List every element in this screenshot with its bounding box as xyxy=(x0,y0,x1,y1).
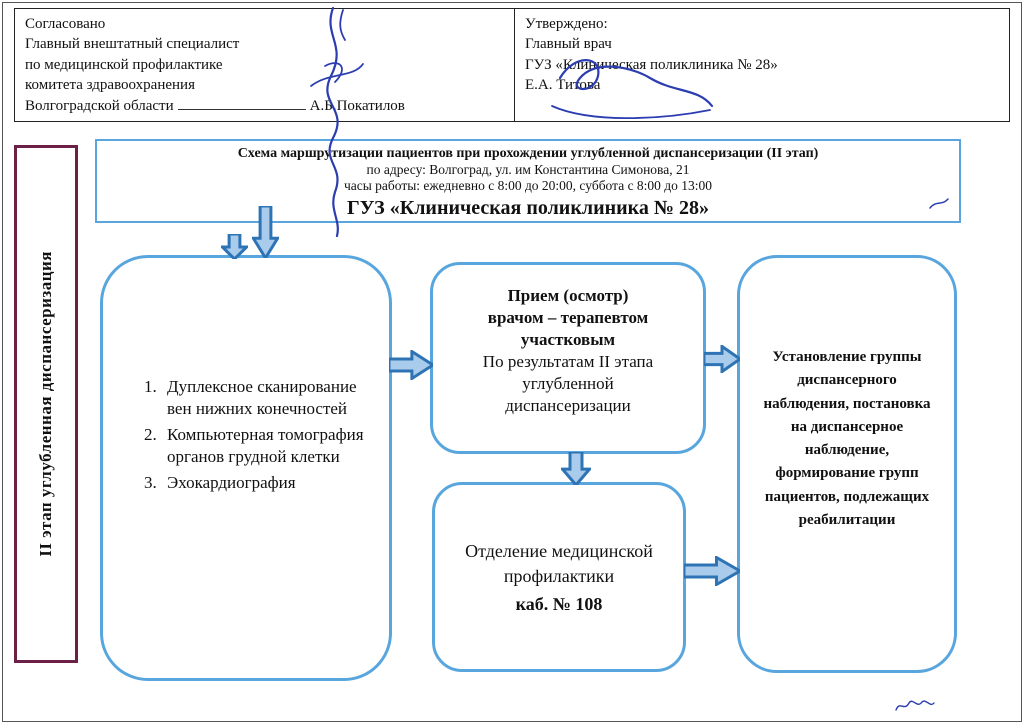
prevention-box: Отделение медицинской профилактики каб. … xyxy=(432,482,686,672)
arrow-right-icon xyxy=(389,350,433,380)
arrow-right-icon xyxy=(704,345,740,373)
approval-header: Согласовано Главный внештатный специалис… xyxy=(14,8,1010,122)
scheme-address: по адресу: Волгоград, ул. им Константина… xyxy=(366,162,690,177)
agreed-line: комитета здравоохранения xyxy=(25,77,195,94)
doctor-title-line: Прием (осмотр) xyxy=(507,286,629,305)
approved-line: Утверждено: xyxy=(525,16,608,32)
prevention-title: Отделение медицинской профилактики xyxy=(465,541,653,586)
region-label: Волгоградской области xyxy=(25,97,174,114)
doctor-title-line: врачом – терапевтом xyxy=(487,308,649,328)
signatory-name: А.Б.Покатилов xyxy=(309,97,405,114)
stage-label: II этап углубленная диспансеризация xyxy=(36,251,55,557)
approved-line: Е.А. Титова xyxy=(525,77,601,94)
arrow-down-icon xyxy=(221,234,248,259)
agreed-line: Главный внештатный специалист xyxy=(25,36,240,53)
arrow-down-icon xyxy=(561,452,591,485)
tests-list: Дуплексное сканирование вен нижних конеч… xyxy=(129,376,373,494)
arrow-right-icon xyxy=(684,556,740,586)
clinic-name: ГУЗ «Клиническая поликлиника № 28» xyxy=(347,197,709,219)
arrow-down-icon xyxy=(252,206,279,258)
scheme-title: Схема маршрутизации пациентов при прохож… xyxy=(237,146,819,161)
agreed-signature-line: Волгоградской области А.Б.Покатилов xyxy=(25,96,504,116)
outcome-box: Установление группы диспансерного наблюд… xyxy=(737,255,957,673)
doctor-note-line: углубленной xyxy=(522,374,614,394)
signature-underline xyxy=(177,97,306,110)
doctor-note-line: По результатам II этапа xyxy=(482,352,654,372)
doctor-note-line: диспансеризации xyxy=(505,396,631,416)
doctor-box: Прием (осмотр) врачом – терапевтом участ… xyxy=(430,262,706,454)
agreed-line: Согласовано xyxy=(25,16,106,32)
scheme-title-box: Схема маршрутизации пациентов при прохож… xyxy=(95,139,961,223)
tests-box: Дуплексное сканирование вен нижних конеч… xyxy=(100,255,392,681)
agreed-line: по медицинской профилактике xyxy=(25,56,223,73)
scheme-hours: часы работы: ежедневно с 8:00 до 20:00, … xyxy=(343,178,713,193)
doctor-title-line: участковым xyxy=(520,330,616,350)
test-item: Дуплексное сканирование вен нижних конеч… xyxy=(161,376,373,420)
approved-line: ГУЗ «Клиническая поликлиника № 28» xyxy=(525,56,778,73)
approved-block: Утверждено: Главный врач ГУЗ «Клиническа… xyxy=(515,9,1009,121)
test-item: Компьютерная томография органов грудной … xyxy=(161,424,373,468)
agreed-block: Согласовано Главный внештатный специалис… xyxy=(15,9,515,121)
stage-label-box: II этап углубленная диспансеризация xyxy=(14,145,78,663)
outcome-text: Установление группы диспансерного наблюд… xyxy=(763,349,931,528)
prevention-room: каб. № 108 xyxy=(515,593,603,614)
test-item: Эхокардиография xyxy=(161,472,373,494)
signature-scribble xyxy=(895,700,935,711)
approved-line: Главный врач xyxy=(525,36,612,53)
